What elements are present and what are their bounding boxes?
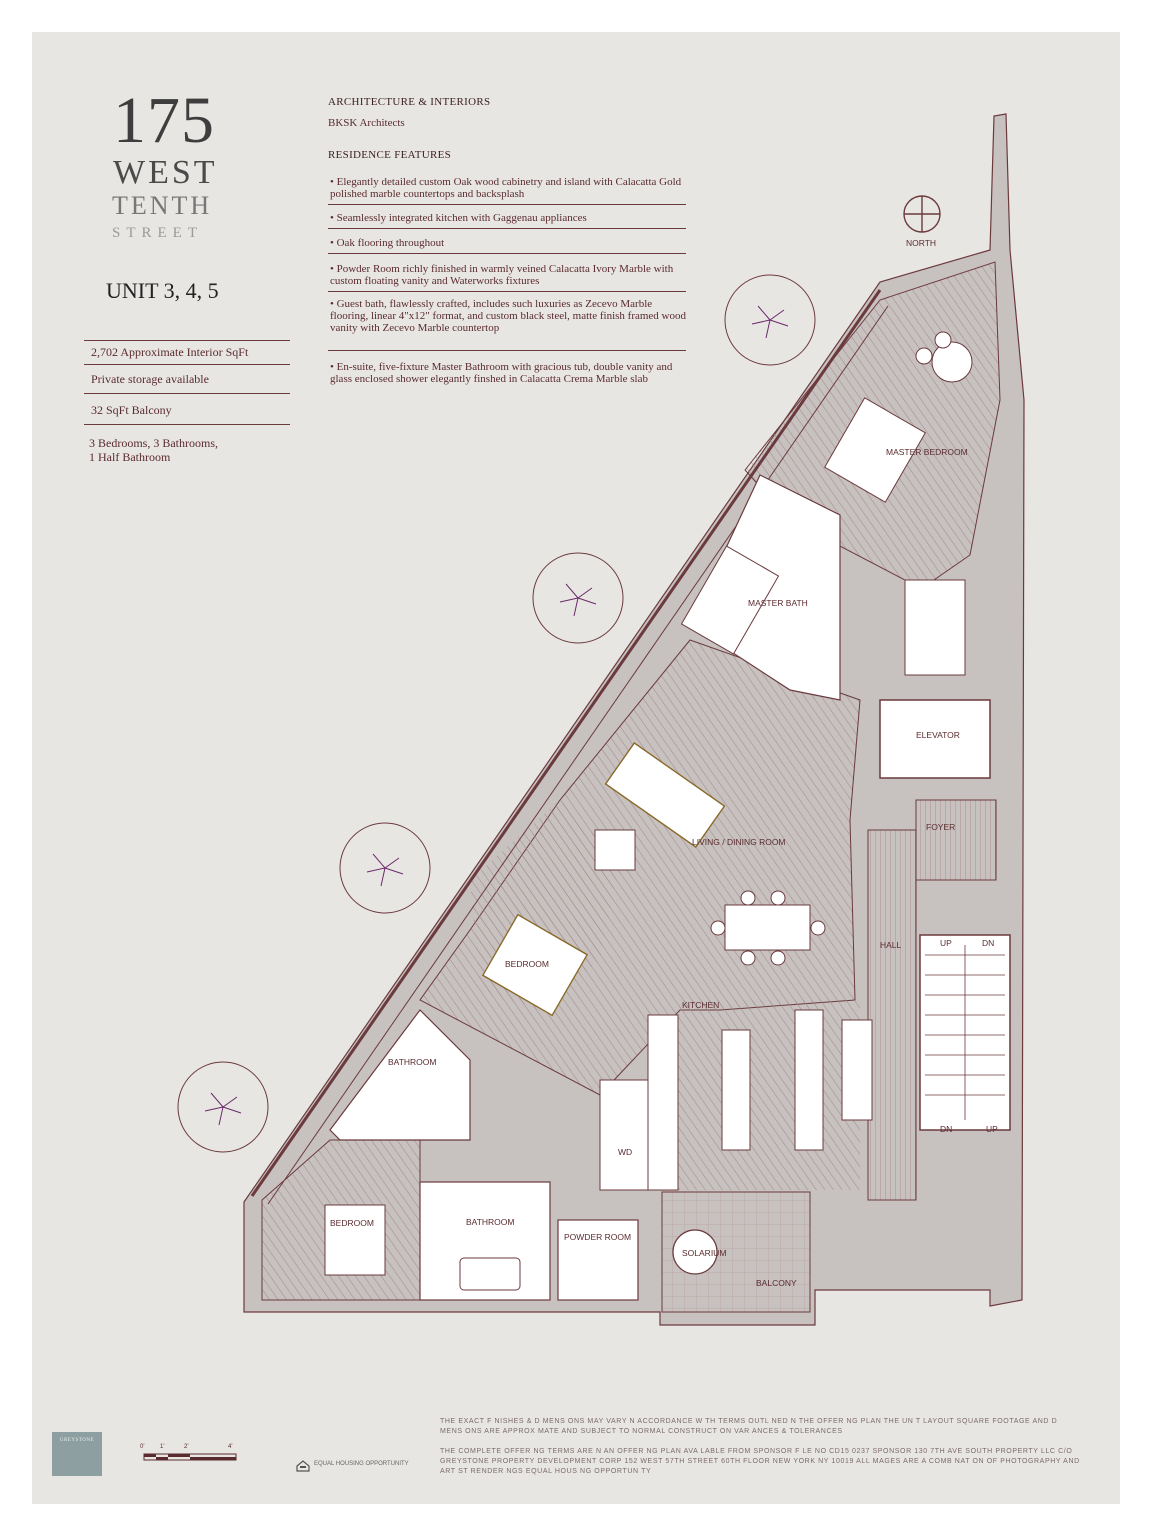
dining-table bbox=[724, 904, 811, 951]
kitchen-island bbox=[721, 1029, 751, 1151]
solarium-table bbox=[672, 1229, 718, 1275]
room-label-balcony: BALCONY bbox=[756, 1278, 797, 1288]
logo-number: 175 bbox=[113, 84, 215, 157]
room-label-foyer: FOYER bbox=[926, 822, 955, 832]
room-label-bathroom-2: BATHROOM bbox=[466, 1217, 514, 1227]
stair-label: DN bbox=[940, 1124, 952, 1134]
logo-word-tenth: TENTH bbox=[112, 191, 213, 220]
dining-chairs bbox=[710, 890, 826, 966]
scale-bar: 0' 1' 2' 4' bbox=[140, 1444, 237, 1461]
architect-name: BKSK Architects bbox=[328, 117, 405, 129]
room-label-master-bath: MASTER BATH bbox=[748, 598, 808, 608]
rooms-summary: 3 Bedrooms, 3 Bathrooms, 1 Half Bathroom bbox=[89, 436, 218, 464]
pantry bbox=[841, 1019, 873, 1121]
closet-block bbox=[904, 579, 966, 676]
scale-tick: 0' bbox=[140, 1444, 144, 1450]
feature-item: • En-suite, five-fixture Master Bathroom… bbox=[330, 361, 673, 385]
room-label-bathroom-1: BATHROOM bbox=[388, 1057, 436, 1067]
feature-item: • Oak flooring throughout bbox=[328, 237, 686, 254]
compass-icon bbox=[903, 195, 941, 233]
wd-closet bbox=[599, 1079, 649, 1191]
hall-floor bbox=[867, 829, 917, 1201]
scale-tick: 4' bbox=[228, 1444, 232, 1450]
tree-icon bbox=[177, 274, 816, 1153]
stair-label: DN bbox=[982, 938, 994, 948]
disclaimer-paragraph: THE EXACT F NISHES & D MENS ONS MAY VARY… bbox=[440, 1418, 1058, 1435]
facade-window-line bbox=[250, 289, 882, 1197]
master-bed bbox=[824, 397, 926, 503]
north-label: NORTH bbox=[906, 238, 936, 248]
foyer-floor bbox=[915, 799, 997, 881]
room-label-bedroom: BEDROOM bbox=[505, 959, 549, 969]
feature-item: • Guest bath, flawlessly crafted, includ… bbox=[328, 298, 686, 351]
room-label-powder-room: POWDER ROOM bbox=[564, 1232, 631, 1242]
bedroom-bed bbox=[481, 913, 589, 1017]
facade-inner-line bbox=[267, 305, 889, 1205]
unit-title: UNIT 3, 4, 5 bbox=[106, 278, 219, 303]
scale-tick: 2' bbox=[184, 1444, 188, 1450]
room-label-living-dining: LIVING / DINING ROOM bbox=[692, 837, 786, 847]
tub bbox=[680, 545, 780, 655]
stair-label: UP bbox=[940, 938, 952, 948]
room-label-elevator: ELEVATOR bbox=[916, 730, 960, 740]
elevator-box bbox=[879, 699, 991, 779]
stair-treads bbox=[925, 945, 1005, 1120]
kitchen-floor bbox=[660, 1000, 860, 1190]
room-label-bedroom-2: BEDROOM bbox=[330, 1218, 374, 1228]
equal-housing-text: EQUAL HOUSING OPPORTUNITY bbox=[314, 1461, 409, 1467]
room-label-master-bedroom: MASTER BEDROOM bbox=[886, 447, 968, 457]
coffee-table bbox=[594, 829, 636, 871]
scale-tick: 1' bbox=[160, 1444, 164, 1450]
bathroom-1-room bbox=[329, 1009, 471, 1141]
room-label-hall: HALL bbox=[880, 940, 902, 950]
stair-label: UP bbox=[986, 1124, 998, 1134]
feature-item: • Seamlessly integrated kitchen with Gag… bbox=[328, 212, 686, 229]
kitchen-counter bbox=[647, 1014, 679, 1191]
powder-room bbox=[557, 1219, 639, 1301]
logo-word-west: WEST bbox=[113, 154, 218, 191]
kitchen-cabinet bbox=[794, 1009, 824, 1151]
bedroom-2-bed bbox=[324, 1204, 386, 1276]
features-heading: RESIDENCE FEATURES bbox=[328, 149, 452, 161]
sofa bbox=[604, 741, 726, 849]
bathtub-2 bbox=[459, 1257, 521, 1291]
room-label-kitchen: KITCHEN bbox=[682, 1000, 719, 1010]
feature-item: • Powder Room richly finished in warmly … bbox=[328, 263, 686, 292]
room-label-solarium: SOLARIUM bbox=[682, 1248, 726, 1258]
architecture-heading: ARCHITECTURE & INTERIORS bbox=[328, 96, 491, 108]
terrace-table bbox=[915, 331, 973, 383]
spec-storage: Private storage available bbox=[84, 372, 290, 394]
greystone-logo: GREYSTONE bbox=[52, 1432, 102, 1476]
room-label-wd: WD bbox=[618, 1147, 632, 1157]
logo-word-street: STREET bbox=[112, 225, 203, 241]
equal-housing-icon bbox=[296, 1460, 310, 1472]
spec-sqft: 2,702 Approximate Interior SqFt bbox=[84, 340, 290, 365]
spec-balcony: 32 SqFt Balcony bbox=[84, 403, 290, 425]
feature-item: • Elegantly detailed custom Oak wood cab… bbox=[328, 176, 686, 205]
disclaimer-paragraph: THE COMPLETE OFFER NG TERMS ARE N AN OFF… bbox=[440, 1448, 1080, 1475]
